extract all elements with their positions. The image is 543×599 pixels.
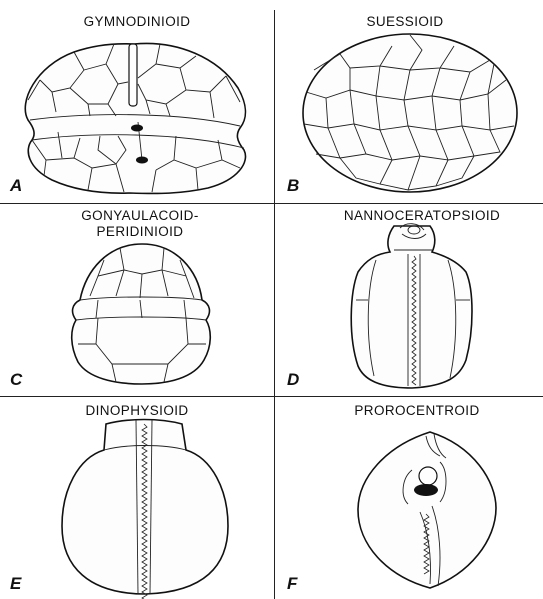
prorocentroid-cell-drawing — [0, 0, 543, 599]
dinoflagellate-tabulation-plate: GYMNODINIOID SUESSIOID GONYAULACOID- PER… — [0, 0, 543, 599]
